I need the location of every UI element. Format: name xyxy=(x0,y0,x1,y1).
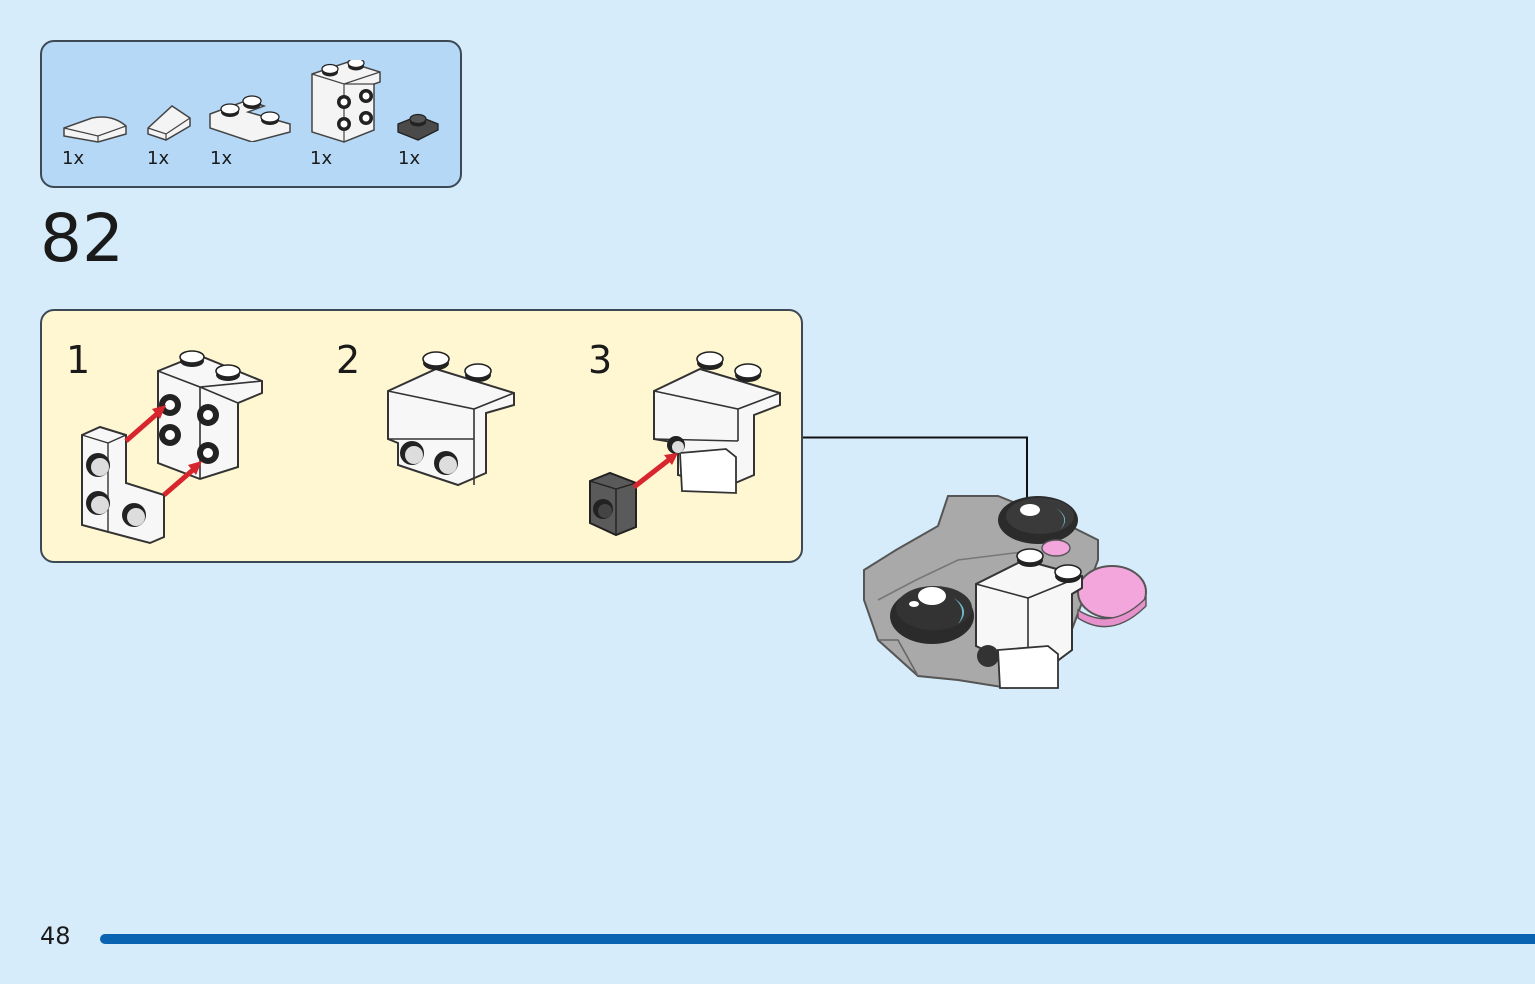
assembled-model-illustration xyxy=(863,495,1147,690)
parts-list-panel: 1x 1x 1x 1x xyxy=(40,40,462,188)
substep-1-illustration xyxy=(81,350,263,545)
part-qty: 1x xyxy=(310,148,333,169)
substep-2-illustration xyxy=(387,351,515,487)
part-qty: 1x xyxy=(147,148,170,169)
substep-label-3: 3 xyxy=(588,338,613,382)
page-number: 48 xyxy=(40,922,71,950)
substep-panel: 1 2 3 xyxy=(40,309,803,563)
substep-3-illustration xyxy=(589,351,781,537)
white-bracket-icon xyxy=(308,60,384,144)
white-corner-plate-icon xyxy=(208,92,294,142)
substep-label-1: 1 xyxy=(66,338,91,382)
white-slope-icon xyxy=(146,102,192,142)
white-curved-slope-icon xyxy=(62,108,132,144)
substep-label-2: 2 xyxy=(336,338,361,382)
step-number: 82 xyxy=(40,200,124,277)
part-qty: 1x xyxy=(398,148,421,169)
part-qty: 1x xyxy=(210,148,233,169)
part-qty: 1x xyxy=(62,148,85,169)
page-bar xyxy=(100,934,1535,944)
dark-gray-round-stud-plate-icon xyxy=(396,110,440,142)
